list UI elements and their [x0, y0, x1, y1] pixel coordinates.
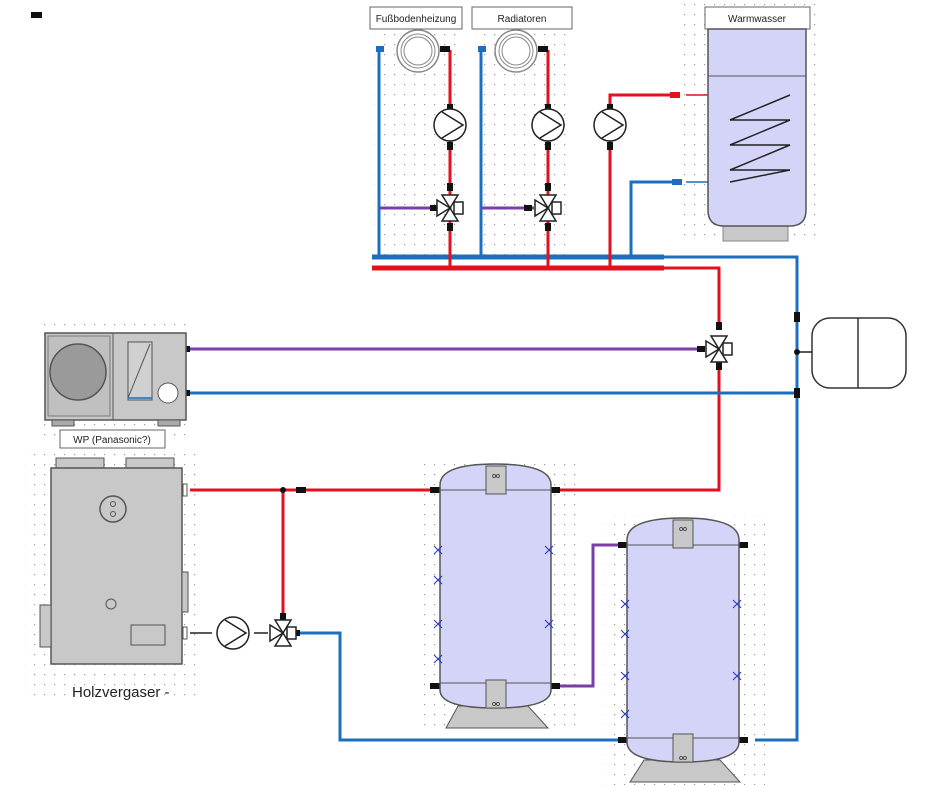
- boiler-pump-icon: [216, 616, 250, 650]
- boiler-mixing-valve-icon: [269, 619, 297, 647]
- svg-text:oo: oo: [492, 701, 500, 708]
- wood-gasifier-boiler: Holzvergaser -: [39, 457, 189, 701]
- floor-heating-label: Fußbodenheizung: [376, 14, 457, 25]
- heat-exchanger-coil-icon: [729, 94, 791, 183]
- pipes: [190, 50, 812, 742]
- radiator-icon: [396, 29, 440, 73]
- expansion-vessel-icon: [811, 317, 907, 389]
- heat-pump: WP (Panasonic?): [44, 332, 187, 449]
- svg-text:oo: oo: [679, 526, 687, 533]
- radiators-label: Radiatoren: [498, 14, 547, 25]
- hot-water-pump-icon: [593, 108, 627, 142]
- buffer-tank-1: oo oo: [433, 463, 554, 729]
- radiator-icon: [494, 29, 538, 73]
- wood-gasifier-label: Holzvergaser -: [72, 684, 170, 701]
- pipe-connectors: [181, 46, 800, 743]
- heat-pump-label-box: [59, 429, 166, 449]
- hot-water-tank: Warmwasser: [704, 6, 811, 242]
- mixing-valve-icon: [705, 335, 733, 363]
- hot-water-label: Warmwasser: [728, 14, 787, 25]
- floor-heating-label-box: [369, 6, 463, 30]
- pump-icon: [531, 108, 565, 142]
- corner-marker: [31, 12, 42, 18]
- floor-heating-circuit: Fußbodenheizung: [369, 6, 467, 222]
- svg-text:oo: oo: [679, 755, 687, 762]
- buffer-tank-2: oo oo: [620, 517, 742, 783]
- pump-icon: [433, 108, 467, 142]
- radiators-label-box: [471, 6, 573, 30]
- svg-text:oo: oo: [492, 473, 500, 480]
- heat-pump-label: WP (Panasonic?): [73, 435, 151, 446]
- radiator-circuit: Radiatoren: [471, 6, 573, 222]
